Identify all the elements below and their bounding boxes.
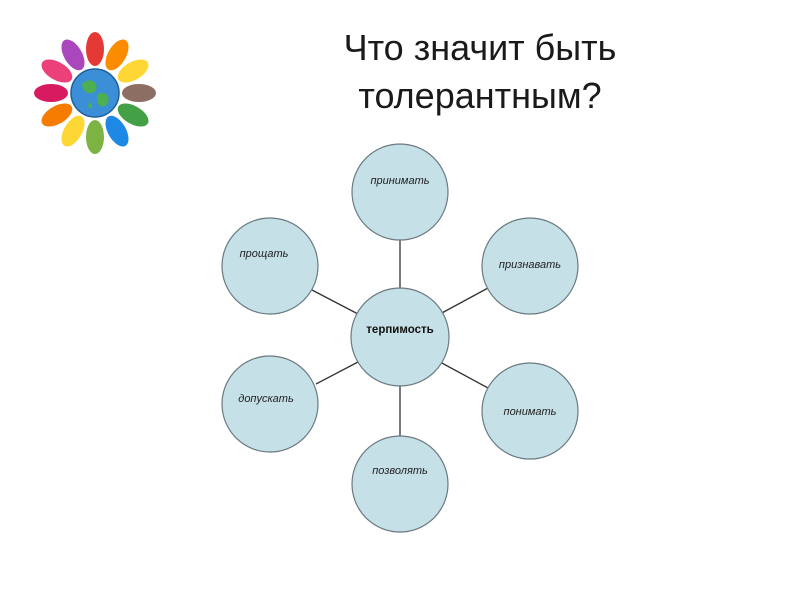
- node-center: терпимость: [350, 287, 450, 387]
- node-bottom-right: понимать: [481, 362, 579, 460]
- node-bottom-label: позволять: [372, 465, 428, 477]
- node-center-label: терпимость: [366, 324, 433, 336]
- node-bottom: позволять: [351, 435, 449, 533]
- node-top: принимать: [351, 143, 449, 241]
- connector-top-right: [439, 287, 489, 315]
- node-bottom-left: допускать: [221, 355, 319, 453]
- connector-top-left: [311, 289, 359, 315]
- connector-bottom-left: [315, 361, 359, 385]
- slide-title: Что значит быть толерантным?: [270, 24, 690, 120]
- slide-title-line-2: толерантным?: [358, 75, 602, 116]
- node-bottom-left-label: допускать: [238, 393, 294, 405]
- slide-title-line-1: Что значит быть: [343, 27, 617, 68]
- node-top-right: признавать: [481, 217, 579, 315]
- connector-lines: [311, 240, 489, 436]
- node-top-right-label: признавать: [499, 259, 561, 271]
- node-top-left: прощать: [221, 217, 319, 315]
- globe: [70, 68, 120, 118]
- connector-bottom-right: [439, 361, 489, 389]
- node-top-label: принимать: [370, 175, 429, 187]
- node-bottom-right-label: понимать: [504, 406, 557, 418]
- node-top-left-label: прощать: [240, 248, 289, 260]
- hands-around-globe-icon: [34, 32, 156, 154]
- hands-ring: [34, 32, 156, 154]
